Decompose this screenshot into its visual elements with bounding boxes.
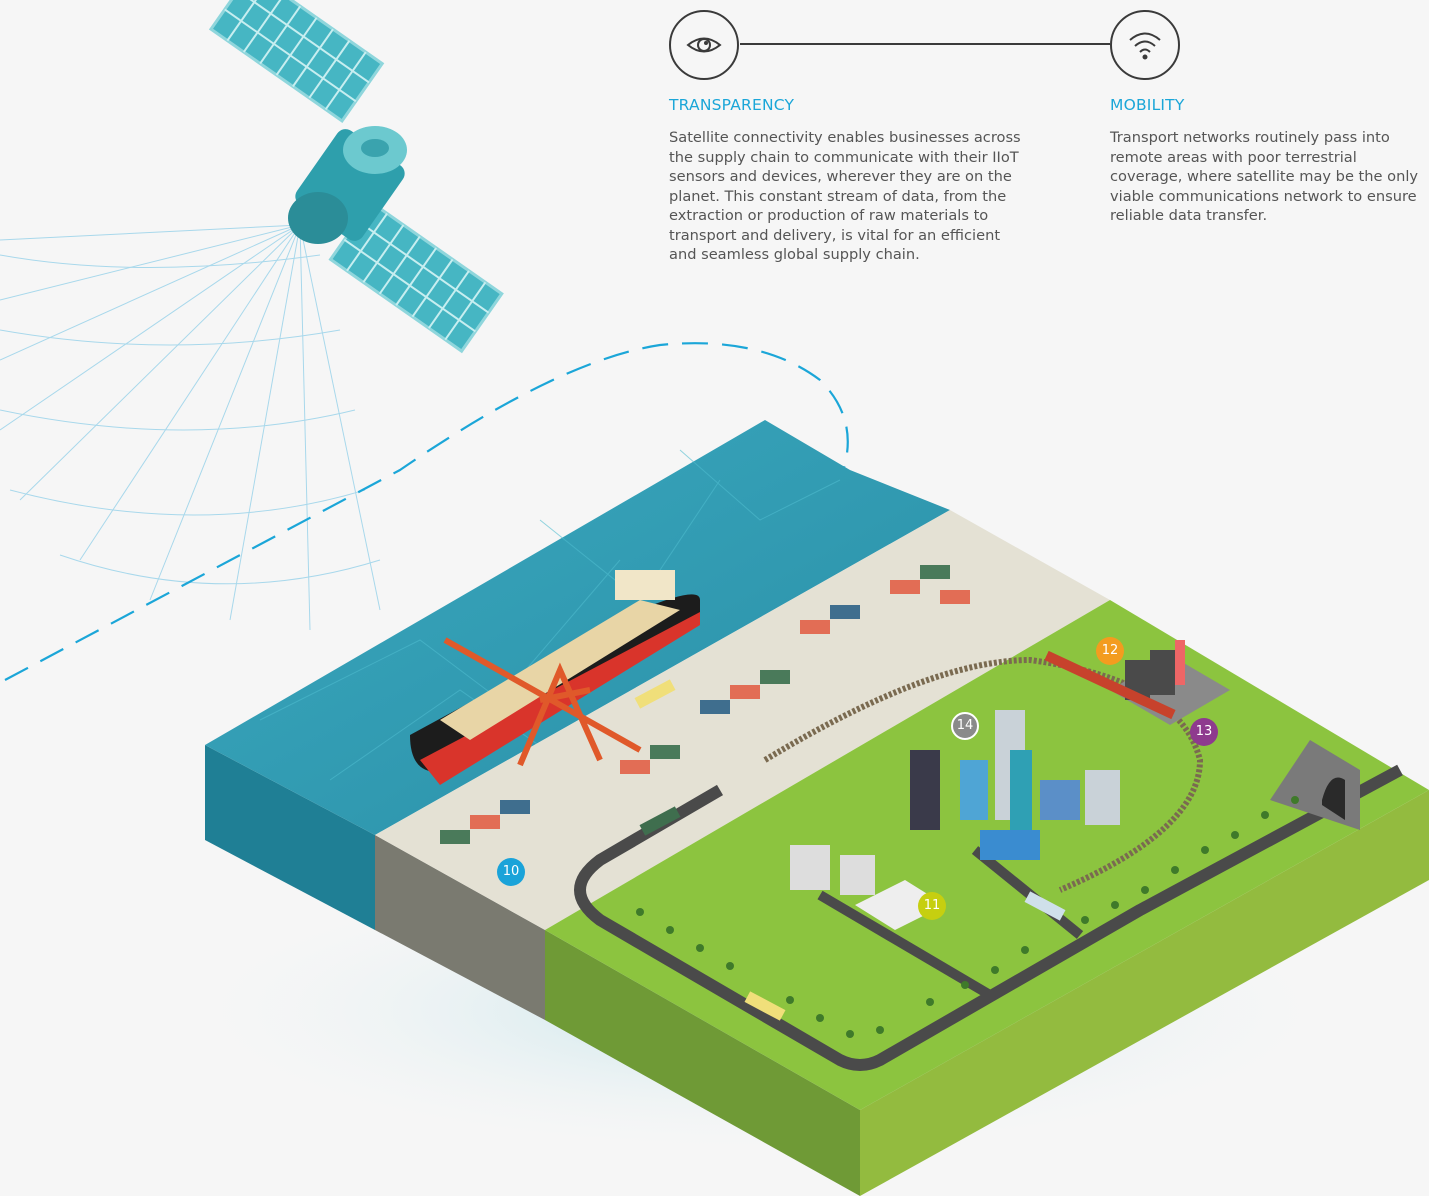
dock-top [375, 510, 1110, 930]
crane [443, 637, 642, 767]
marker-13[interactable]: 13 [1190, 718, 1218, 746]
road [574, 764, 1403, 1071]
trucks [634, 679, 1066, 1021]
transparency-body-line: sensors and devices, wherever they are o… [669, 168, 1012, 185]
warehouse [790, 845, 945, 930]
power-plant [1110, 640, 1230, 725]
transparency-body: Satellite connectivity enables businesse… [669, 128, 1089, 265]
transparency-body-line: the supply chain to communicate with the… [669, 148, 1019, 166]
tunnel [1270, 740, 1360, 830]
signal-beam [0, 224, 381, 631]
grass-right-face [860, 790, 1429, 1196]
marker-14[interactable]: 14 [951, 712, 979, 740]
transparency-body-line: planet. This constant stream of data, fr… [669, 187, 1007, 205]
train [1044, 650, 1176, 720]
trees [636, 796, 1299, 1038]
marker-11[interactable]: 11 [918, 892, 946, 920]
containers [440, 565, 970, 844]
transparency-icon-circle [669, 10, 739, 80]
wifi-icon [1129, 32, 1161, 60]
eye-icon [686, 37, 722, 53]
mobility-icon-circle [1110, 10, 1180, 80]
icon-connector-line [740, 43, 1110, 45]
water-top [205, 420, 950, 835]
grass-front-face [545, 930, 860, 1196]
city-buildings [910, 710, 1120, 860]
railway [763, 656, 1204, 893]
transparency-body-line: extraction or production of raw material… [669, 207, 989, 224]
water-side-face [205, 745, 375, 930]
transparency-body-line: transport and delivery, is vital for an … [669, 226, 1001, 244]
satellite [208, 0, 504, 354]
dock-side-face [375, 835, 545, 1020]
orbit-dashed-line [4, 342, 849, 681]
transparency-heading: TRANSPARENCY [669, 96, 795, 114]
transparency-body-line: Satellite connectivity enables businesse… [669, 129, 1021, 146]
marker-12[interactable]: 12 [1096, 637, 1124, 665]
transparency-body-line: and seamless global supply chain. [669, 246, 920, 263]
marker-10[interactable]: 10 [497, 858, 525, 886]
